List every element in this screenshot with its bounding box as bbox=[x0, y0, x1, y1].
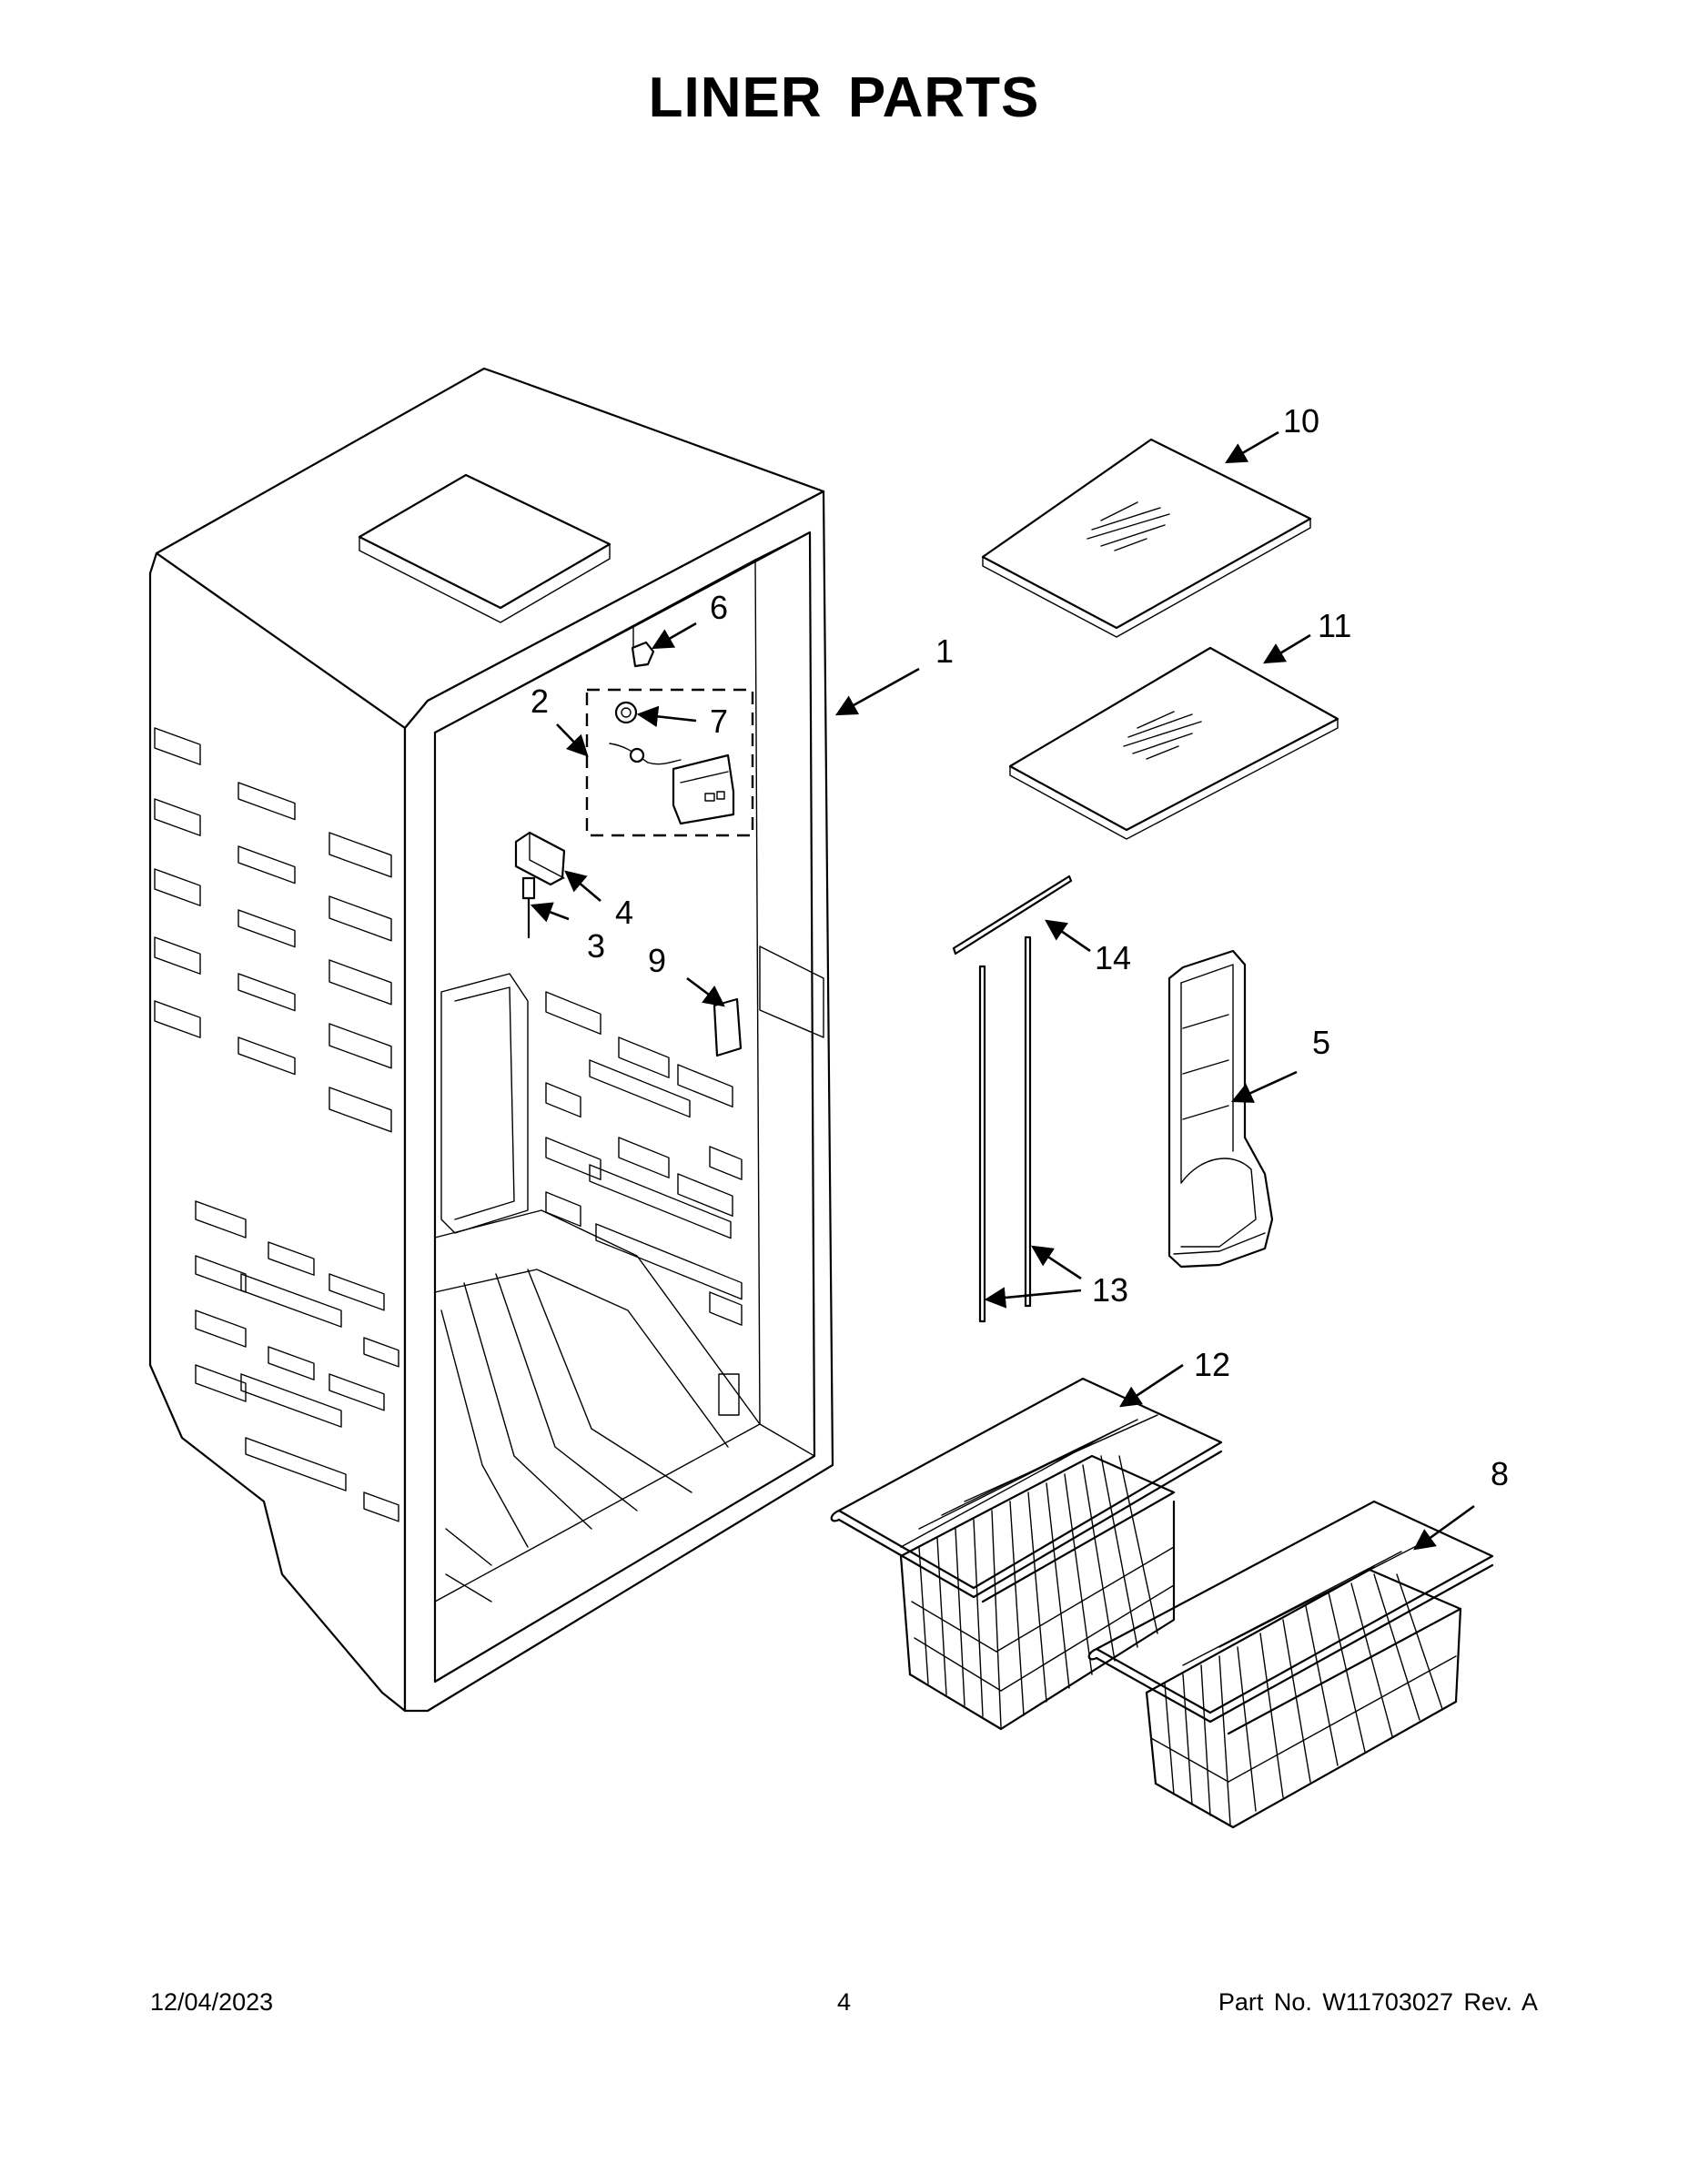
control-assembly-kit bbox=[585, 688, 754, 837]
glass-shelf-upper bbox=[981, 438, 1312, 638]
callout-13: 13 bbox=[1092, 1271, 1128, 1309]
callout-10: 10 bbox=[1283, 402, 1319, 440]
callout-11: 11 bbox=[1318, 607, 1351, 644]
wire-basket-small bbox=[1087, 1500, 1494, 1829]
footer-date: 12/04/2023 bbox=[150, 1988, 274, 2016]
callout-4: 4 bbox=[615, 894, 633, 931]
callout-3: 3 bbox=[587, 927, 605, 965]
callout-2: 2 bbox=[531, 682, 549, 720]
page-title: LINER PARTS bbox=[648, 66, 1040, 129]
fitting-part bbox=[631, 627, 655, 668]
glass-shelf-lower bbox=[1008, 646, 1339, 840]
wire-basket-large bbox=[830, 1377, 1223, 1731]
bracket-part bbox=[514, 831, 566, 886]
callout-7: 7 bbox=[710, 703, 728, 740]
callout-12: 12 bbox=[1194, 1346, 1230, 1383]
trim-strips bbox=[952, 875, 1073, 1323]
freezer-liner bbox=[148, 367, 834, 1713]
callout-1: 1 bbox=[935, 632, 954, 670]
leader-arrows bbox=[530, 430, 1475, 1551]
label-part bbox=[713, 997, 743, 1057]
callout-5: 5 bbox=[1312, 1024, 1330, 1061]
footer-page-number: 4 bbox=[837, 1988, 852, 2016]
side-duct-panel bbox=[1167, 949, 1274, 1269]
callout-8: 8 bbox=[1491, 1455, 1509, 1492]
sensor-part bbox=[521, 876, 536, 939]
footer-part-number: Part No. W11703027 Rev. A bbox=[1218, 1988, 1538, 2016]
callout-9: 9 bbox=[648, 942, 666, 979]
callout-6: 6 bbox=[710, 589, 728, 626]
callout-14: 14 bbox=[1095, 939, 1131, 976]
